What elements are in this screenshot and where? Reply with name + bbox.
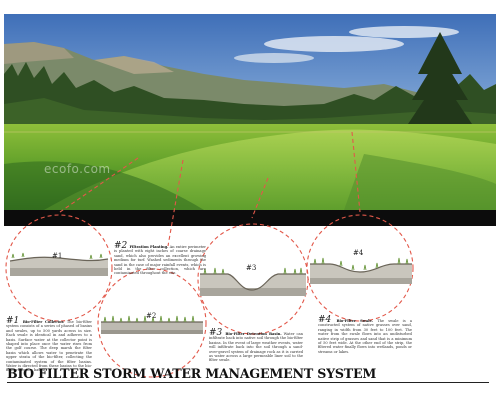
caption-4-number: #4 bbox=[318, 315, 332, 325]
caption-3: #3 Bio-Filter Detention Basin. Water can… bbox=[209, 328, 303, 363]
golf-course-photo: ecofo.com bbox=[4, 14, 496, 210]
section-3 bbox=[200, 267, 306, 296]
circle-label-2: #2 bbox=[146, 312, 156, 320]
caption-2-text: An entire perimeter is planted with eigh… bbox=[114, 245, 206, 276]
caption-2-number: #2 bbox=[114, 241, 128, 251]
black-divider-band bbox=[4, 210, 496, 226]
caption-4-text: The swale is a constructed system of nat… bbox=[318, 319, 412, 354]
watermark-text: ecofo.com bbox=[44, 162, 111, 176]
detail-circle-4 bbox=[306, 214, 414, 322]
circle-label-3: #3 bbox=[246, 264, 256, 272]
caption-1: #1 Bio-Filter Collector. The bio-filter … bbox=[6, 316, 92, 373]
caption-1-text: The bio-filter system consists of a seri… bbox=[6, 320, 92, 373]
page-title: BIO FILTER STORM WATER MANAGEMENT SYSTEM bbox=[7, 366, 377, 381]
section-1 bbox=[9, 252, 109, 276]
title-underline bbox=[7, 382, 489, 383]
caption-3-title: Bio-Filter Detention Basin. bbox=[225, 332, 282, 336]
section-2 bbox=[101, 315, 203, 334]
detail-circle-3 bbox=[197, 223, 309, 335]
caption-3-number: #3 bbox=[209, 328, 223, 338]
circle-label-4: #4 bbox=[353, 249, 364, 257]
caption-4-title: Bio-Filter Swale. bbox=[336, 319, 374, 323]
landscape-image bbox=[4, 14, 496, 210]
circle-label-1: #1 bbox=[52, 252, 62, 260]
caption-2-title: Filtration Planting. bbox=[129, 245, 169, 249]
caption-1-title: Bio-Filter Collector. bbox=[22, 320, 65, 324]
section-4 bbox=[310, 257, 412, 284]
detail-circle-2 bbox=[97, 268, 207, 378]
detail-circle-1 bbox=[5, 214, 113, 322]
caption-3-text: Water can infiltrate back into native so… bbox=[209, 332, 303, 363]
caption-2: #2 Filtration Planting. An entire perime… bbox=[114, 241, 206, 276]
caption-1-number: #1 bbox=[6, 316, 20, 326]
caption-4: #4 Bio-Filter Swale. The swale is a cons… bbox=[318, 315, 412, 354]
